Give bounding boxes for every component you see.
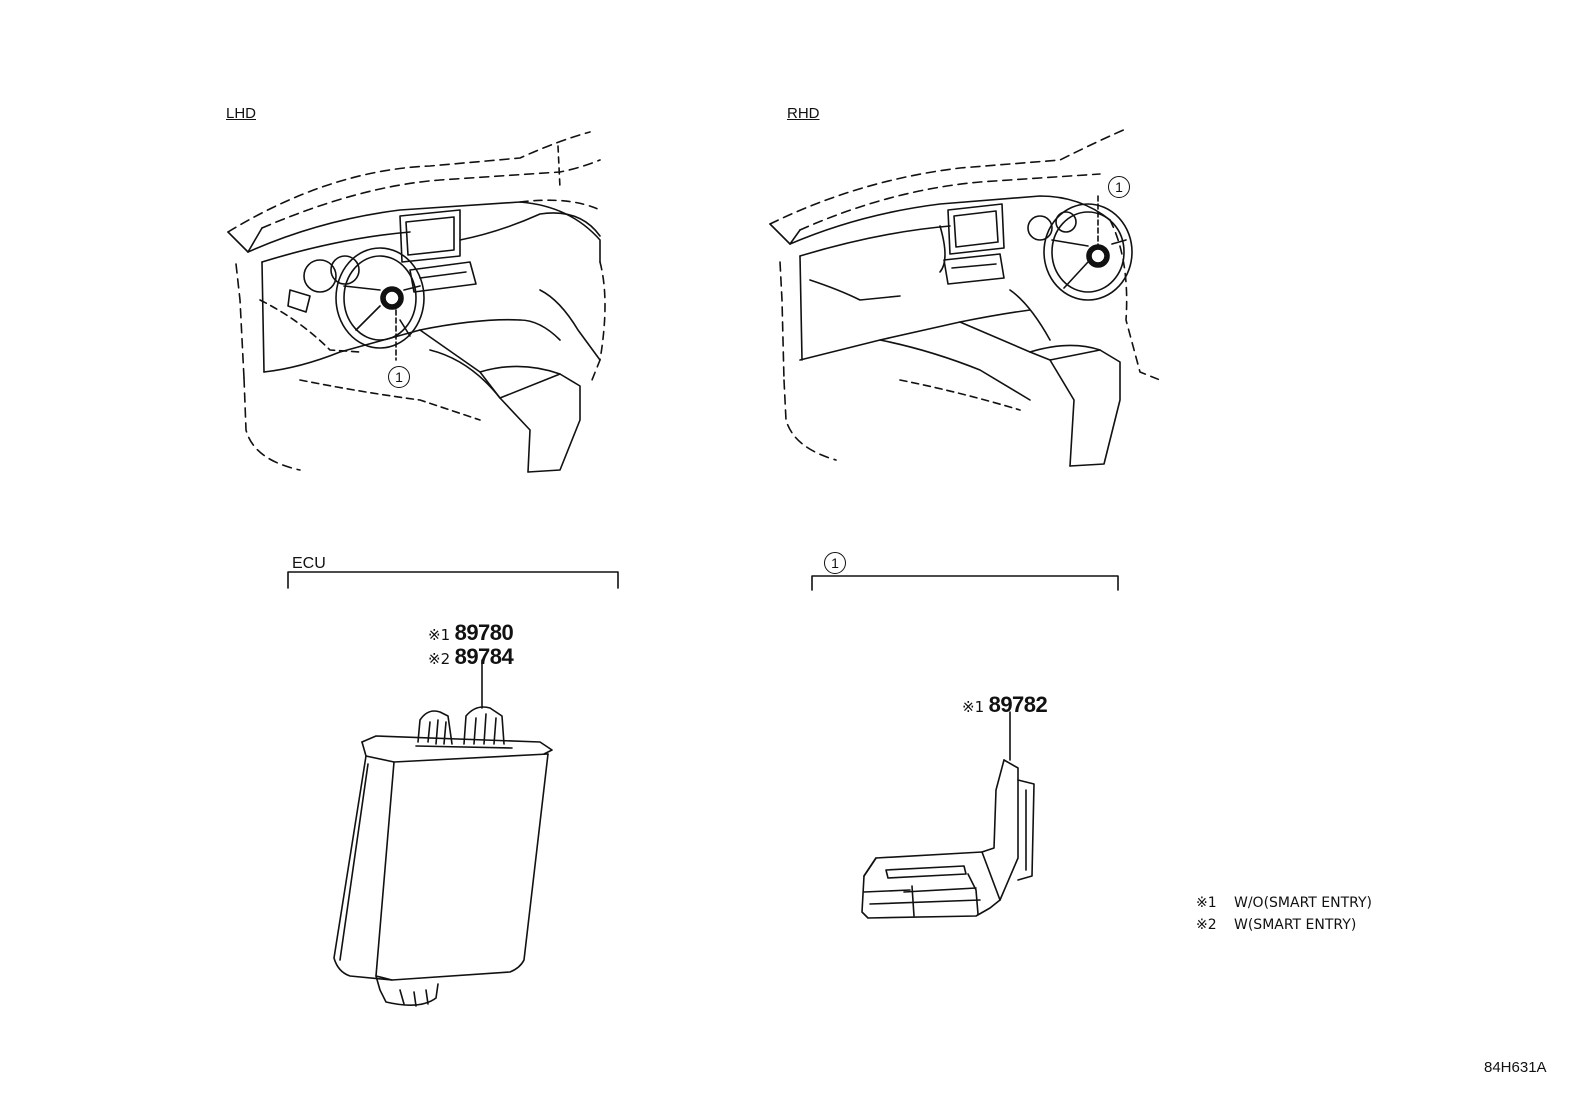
callout-1-lhd-text: 1 <box>395 369 403 385</box>
part-marker: ※1 <box>428 626 451 644</box>
callout-1-rhd: 1 <box>1108 176 1130 198</box>
dashboard-rhd-illustration <box>769 127 1161 467</box>
ecu-label: ECU <box>292 555 326 572</box>
part-number-89782[interactable]: ※1 89782 <box>962 692 1048 717</box>
part-number: 89782 <box>988 692 1048 717</box>
part-number: 89784 <box>454 644 514 669</box>
drawing-code: 84H631A <box>1484 1059 1547 1076</box>
callout-1-lhd: 1 <box>388 366 410 388</box>
lhd-label: LHD <box>226 105 257 122</box>
part-marker: ※2 <box>428 650 451 668</box>
note-text: W(SMART ENTRY) <box>1234 917 1357 933</box>
note-2: ※2 W(SMART ENTRY) <box>1196 918 1356 932</box>
antenna-bracket-line <box>811 575 1119 591</box>
rhd-label: RHD <box>787 105 820 122</box>
ecu-bracket-line <box>287 571 619 589</box>
callout-1-section: 1 <box>824 552 846 574</box>
antenna-bracket-illustration <box>861 711 1035 919</box>
dashboard-lhd-illustration <box>227 131 606 473</box>
ecu-module-illustration <box>333 659 553 1007</box>
part-marker: ※1 <box>962 698 985 716</box>
note-1: ※1 W/O(SMART ENTRY) <box>1196 896 1372 910</box>
part-number: 89780 <box>454 620 514 645</box>
callout-1-section-text: 1 <box>831 555 839 571</box>
note-marker: ※2 <box>1196 917 1217 933</box>
note-text: W/O(SMART ENTRY) <box>1234 895 1373 911</box>
part-number-89780[interactable]: ※1 89780 <box>428 620 514 645</box>
callout-1-rhd-text: 1 <box>1115 179 1123 195</box>
part-number-89784[interactable]: ※2 89784 <box>428 644 514 669</box>
note-marker: ※1 <box>1196 895 1217 911</box>
